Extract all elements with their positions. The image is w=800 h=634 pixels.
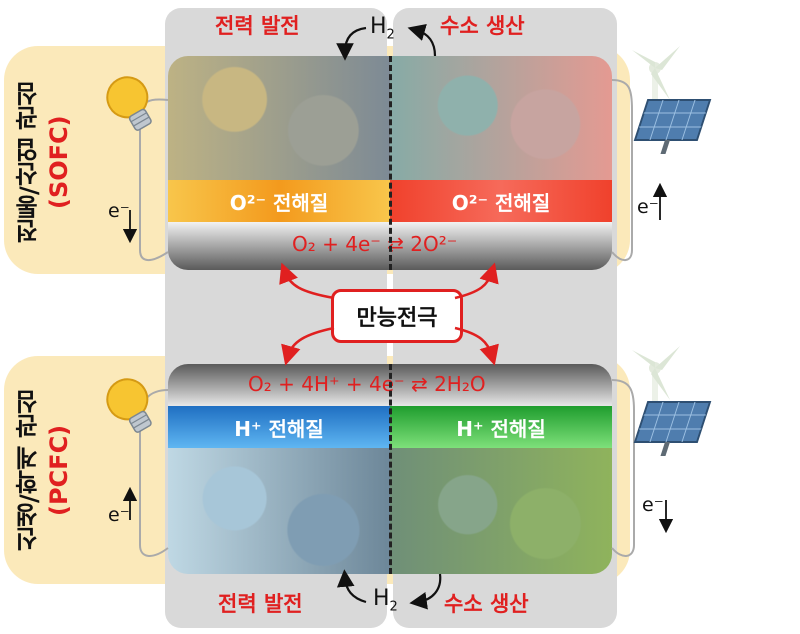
arrow-h2-top-right	[407, 23, 437, 57]
solar-panel-icon	[633, 401, 712, 456]
sofc-divider	[389, 56, 392, 270]
pcfc-cell: O₂ + 4H⁺ + 4e⁻ ⇄ 2H₂O H⁺ 전해질 H⁺ 전해질	[168, 364, 612, 574]
sofc-electron-left: e⁻	[108, 200, 130, 222]
light-bulb-icon	[106, 378, 152, 433]
sofc-right-wire	[611, 79, 633, 261]
universal-electrode-label: 만능전극	[331, 289, 463, 343]
wind-turbine-icon	[632, 346, 680, 438]
pcfc-side-label: 신생/학계 관심 (PCFC)	[15, 389, 73, 551]
arrow-to-sofc-right	[454, 262, 499, 300]
arrow-to-pcfc-left	[281, 326, 335, 366]
pcfc-electron-left: e⁻	[108, 504, 130, 526]
bottom-left-title: 전력 발전	[218, 592, 303, 616]
sofc-cell: O²⁻ 전해질 O²⁻ 전해질 O₂ + 4e⁻ ⇄ 2O²⁻	[168, 56, 612, 270]
pcfc-left-wire	[139, 389, 169, 557]
sofc-electrolyte-left: O²⁻ 전해질	[168, 180, 390, 222]
pcfc-electrolyte-right: H⁺ 전해질	[390, 406, 612, 448]
sofc-reaction: O₂ + 4e⁻ ⇄ 2O²⁻	[292, 232, 458, 256]
sofc-electrode-right	[390, 56, 612, 180]
pcfc-right-wire	[611, 379, 635, 557]
sofc-electron-right: e⁻	[637, 196, 659, 218]
pcfc-electron-right: e⁻	[642, 494, 664, 516]
bottom-right-title: 수소 생산	[444, 592, 529, 616]
sofc-electrolyte-right: O²⁻ 전해질	[390, 180, 612, 222]
sofc-electrode-left	[168, 56, 390, 180]
pcfc-electrode-left	[168, 448, 390, 574]
pcfc-electrode-right	[390, 448, 612, 574]
arrow-h2-bottom-right	[409, 573, 442, 610]
sofc-left-wire	[139, 98, 169, 261]
sofc-side-label: 전통/산업 관심 (SOFC)	[15, 81, 73, 243]
light-bulb-icon	[106, 76, 152, 131]
pcfc-divider	[389, 364, 392, 574]
top-left-title: 전력 발전	[215, 14, 300, 38]
h2-bottom-label: H2	[373, 586, 398, 615]
arrow-to-pcfc-right	[454, 326, 499, 366]
arrow-h2-bottom-left	[336, 569, 367, 604]
arrow-to-sofc-left	[279, 262, 335, 300]
pcfc-reaction: O₂ + 4H⁺ + 4e⁻ ⇄ 2H₂O	[248, 372, 486, 396]
top-right-title: 수소 생산	[440, 14, 525, 38]
arrow-h2-top-left	[336, 26, 367, 61]
pcfc-electrolyte-left: H⁺ 전해질	[168, 406, 390, 448]
h2-top-label: H2	[370, 14, 395, 43]
solar-panel-icon	[633, 99, 712, 154]
